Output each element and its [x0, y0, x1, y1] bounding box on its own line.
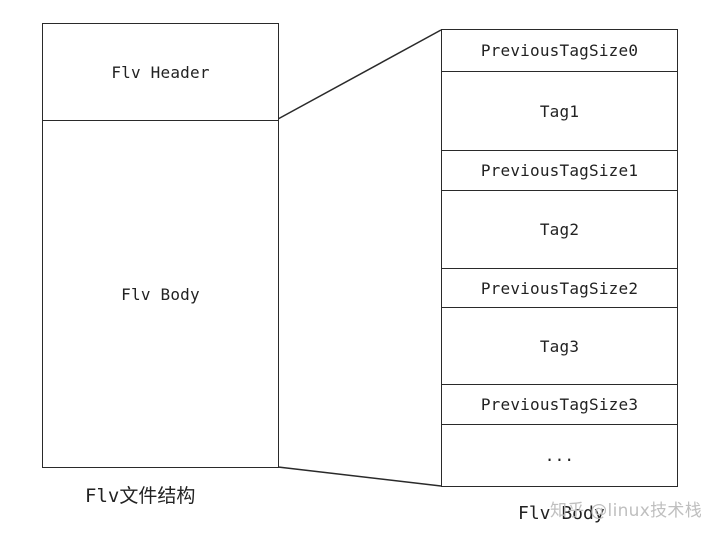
segment-label: Tag3 — [539, 336, 580, 356]
segment-label: Tag1 — [539, 101, 580, 121]
segment-tag-3: Tag3 — [442, 307, 677, 384]
flv-body-cell: Flv Body — [43, 120, 278, 467]
segment-label: PreviousTagSize2 — [480, 278, 639, 298]
segment-tag-1: Tag1 — [442, 71, 677, 150]
segment-label: ... — [544, 446, 575, 465]
flv-file-box: Flv Header Flv Body — [42, 23, 279, 468]
segment-previous-tag-size-2: PreviousTagSize2 — [442, 268, 677, 307]
segment-previous-tag-size-3: PreviousTagSize3 — [442, 384, 677, 424]
segment-previous-tag-size-1: PreviousTagSize1 — [442, 150, 677, 190]
segment-ellipsis: ... — [442, 424, 677, 486]
segment-previous-tag-size-0: PreviousTagSize0 — [442, 30, 677, 71]
flv-header-label: Flv Header — [111, 62, 210, 82]
flv-header-cell: Flv Header — [43, 24, 278, 120]
flv-body-label: Flv Body — [121, 284, 200, 304]
connector-bottom-line — [277, 466, 442, 487]
flv-body-box: PreviousTagSize0 Tag1 PreviousTagSize1 T… — [441, 29, 678, 487]
segment-label: PreviousTagSize1 — [480, 161, 639, 180]
segment-label: Tag2 — [539, 220, 580, 239]
segment-label: PreviousTagSize3 — [480, 395, 639, 414]
watermark: 知乎 @linux技术栈 — [549, 501, 702, 521]
segment-label: PreviousTagSize0 — [480, 41, 639, 60]
flv-file-caption: Flv文件结构 — [85, 485, 196, 507]
connector-top-line — [277, 29, 442, 120]
flv-body-caption: Flv Body — [518, 503, 605, 524]
segment-tag-2: Tag2 — [442, 190, 677, 268]
